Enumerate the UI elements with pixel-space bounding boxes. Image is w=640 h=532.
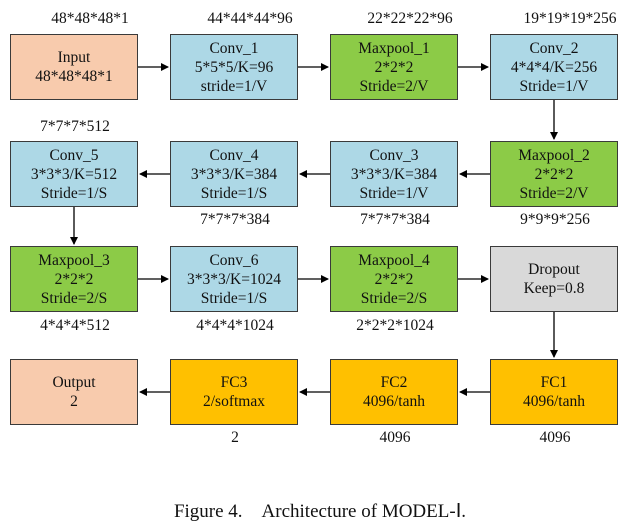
node-maxpool3-stride: Stride=2/S xyxy=(40,289,108,307)
node-conv5-stride: Stride=1/S xyxy=(40,184,108,202)
node-conv1-label: Conv_1 xyxy=(209,39,259,57)
node-conv1: Conv_1 5*5*5/K=96 stride=1/V xyxy=(170,34,298,100)
dim-conv1: 44*44*44*96 xyxy=(207,10,293,27)
node-conv3-stride: Stride=1/V xyxy=(359,184,429,202)
node-conv3-kernel: 3*3*3/K=384 xyxy=(350,165,438,183)
dim-maxpool4: 2*2*2*1024 xyxy=(356,317,434,334)
node-maxpool1: Maxpool_1 2*2*2 Stride=2/V xyxy=(330,34,458,100)
node-conv2-kernel: 4*4*4/K=256 xyxy=(510,58,598,76)
node-conv4-label: Conv_4 xyxy=(209,146,259,164)
node-dropout-keep: Keep=0.8 xyxy=(523,280,585,297)
node-conv4: Conv_4 3*3*3/K=384 Stride=1/S xyxy=(170,141,298,207)
node-fc1-spec: 4096/tanh xyxy=(523,393,585,410)
node-conv6-kernel: 3*3*3/K=1024 xyxy=(187,270,281,288)
node-fc1: FC1 4096/tanh xyxy=(490,359,618,425)
node-fc3-spec: 2/softmax xyxy=(203,393,265,410)
node-maxpool1-label: Maxpool_1 xyxy=(358,39,430,57)
node-output: Output 2 xyxy=(10,359,138,425)
dim-fc1: 4096 xyxy=(539,429,571,446)
node-fc1-label: FC1 xyxy=(540,374,568,391)
dim-conv4: 7*7*7*384 xyxy=(200,211,270,228)
node-conv3: Conv_3 3*3*3/K=384 Stride=1/V xyxy=(330,141,458,207)
node-maxpool4-stride: Stride=2/S xyxy=(360,289,428,307)
node-input-label: Input xyxy=(57,49,91,66)
node-fc2-label: FC2 xyxy=(380,374,408,391)
node-conv6-stride: Stride=1/S xyxy=(200,289,268,307)
node-conv2-label: Conv_2 xyxy=(529,39,579,57)
node-conv3-label: Conv_3 xyxy=(369,146,419,164)
node-conv4-stride: Stride=1/S xyxy=(200,184,268,202)
node-conv6: Conv_6 3*3*3/K=1024 Stride=1/S xyxy=(170,246,298,312)
dim-fc3: 2 xyxy=(231,429,239,446)
node-maxpool3: Maxpool_3 2*2*2 Stride=2/S xyxy=(10,246,138,312)
dim-conv6: 4*4*4*1024 xyxy=(196,317,274,334)
figure-caption: Figure 4. Architecture of MODEL-Ⅰ. xyxy=(173,501,467,522)
node-conv1-stride: stride=1/V xyxy=(200,77,268,95)
dim-conv3: 7*7*7*384 xyxy=(360,211,430,228)
node-conv2-stride: Stride=1/V xyxy=(519,77,589,95)
node-maxpool2: Maxpool_2 2*2*2 Stride=2/V xyxy=(490,141,618,207)
dim-conv2: 19*19*19*256 xyxy=(523,10,617,27)
node-conv5-kernel: 3*3*3/K=512 xyxy=(30,165,118,183)
node-maxpool3-kernel: 2*2*2 xyxy=(54,270,94,288)
node-maxpool4-kernel: 2*2*2 xyxy=(374,270,414,288)
node-input: Input 48*48*48*1 xyxy=(10,34,138,100)
node-fc2: FC2 4096/tanh xyxy=(330,359,458,425)
node-conv4-kernel: 3*3*3/K=384 xyxy=(190,165,278,183)
dim-conv5: 7*7*7*512 xyxy=(40,118,110,135)
node-maxpool3-label: Maxpool_3 xyxy=(38,251,110,269)
node-conv6-label: Conv_6 xyxy=(209,251,259,269)
node-maxpool2-label: Maxpool_2 xyxy=(518,146,590,164)
node-dropout-label: Dropout xyxy=(528,261,580,278)
node-fc2-spec: 4096/tanh xyxy=(363,393,425,410)
node-fc3-label: FC3 xyxy=(220,374,248,391)
dim-fc2: 4096 xyxy=(379,429,411,446)
node-maxpool2-kernel: 2*2*2 xyxy=(534,165,574,183)
node-conv2: Conv_2 4*4*4/K=256 Stride=1/V xyxy=(490,34,618,100)
node-fc3: FC3 2/softmax xyxy=(170,359,298,425)
node-conv5-label: Conv_5 xyxy=(49,146,99,164)
node-maxpool1-stride: Stride=2/V xyxy=(359,77,429,95)
dim-maxpool1: 22*22*22*96 xyxy=(367,10,453,27)
node-maxpool1-kernel: 2*2*2 xyxy=(374,58,414,76)
node-maxpool4: Maxpool_4 2*2*2 Stride=2/S xyxy=(330,246,458,312)
dim-input: 48*48*48*1 xyxy=(51,10,129,27)
node-conv1-kernel: 5*5*5/K=96 xyxy=(194,58,274,76)
node-maxpool4-label: Maxpool_4 xyxy=(358,251,430,269)
node-output-size: 2 xyxy=(70,393,78,410)
node-output-label: Output xyxy=(52,374,96,391)
dim-maxpool3: 4*4*4*512 xyxy=(40,317,110,334)
node-dropout: Dropout Keep=0.8 xyxy=(490,246,618,312)
node-input-shape: 48*48*48*1 xyxy=(35,68,113,85)
node-conv5: Conv_5 3*3*3/K=512 Stride=1/S xyxy=(10,141,138,207)
node-maxpool2-stride: Stride=2/V xyxy=(519,184,589,202)
dim-maxpool2: 9*9*9*256 xyxy=(520,211,590,228)
